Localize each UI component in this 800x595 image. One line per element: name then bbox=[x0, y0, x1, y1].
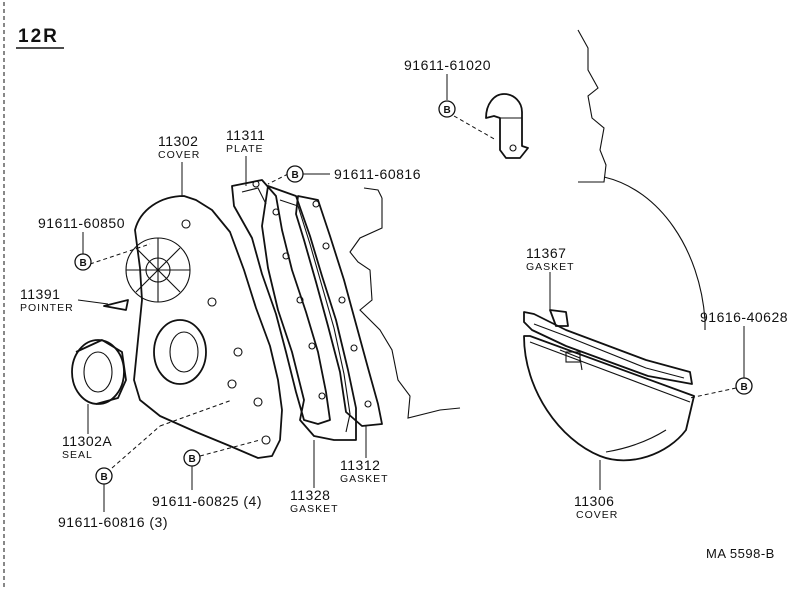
svg-text:B: B bbox=[292, 170, 299, 181]
svg-text:11312: 11312 bbox=[340, 457, 380, 473]
seal-part bbox=[71, 339, 127, 405]
gasket-11328-part bbox=[261, 185, 357, 441]
bolt-symbol-1: B bbox=[438, 100, 456, 118]
bolt-symbol-4: B bbox=[735, 377, 753, 395]
callout-11302A: 11302A SEAL bbox=[62, 433, 112, 461]
callout-11367: 11367 GASKET bbox=[526, 245, 575, 273]
callout-91611-60825: 91611-60825 (4) bbox=[152, 493, 262, 509]
callout-91611-60816-top: 91611-60816 bbox=[334, 166, 421, 182]
svg-text:COVER: COVER bbox=[576, 509, 618, 521]
callout-11311: 11311 PLATE bbox=[226, 127, 265, 155]
svg-text:PLATE: PLATE bbox=[226, 143, 263, 155]
leader-lines bbox=[77, 74, 745, 512]
svg-text:B: B bbox=[101, 472, 108, 483]
bolt-symbol-6: B bbox=[95, 467, 113, 485]
engine-block-outline bbox=[349, 29, 706, 419]
svg-text:B: B bbox=[741, 382, 748, 393]
callout-11302: 11302 COVER bbox=[158, 133, 200, 161]
svg-text:11311: 11311 bbox=[226, 127, 265, 143]
svg-text:GASKET: GASKET bbox=[290, 503, 339, 515]
svg-text:11367: 11367 bbox=[526, 245, 566, 261]
svg-text:POINTER: POINTER bbox=[20, 302, 74, 314]
svg-text:SEAL: SEAL bbox=[62, 449, 93, 461]
bolt-symbol-3: B bbox=[74, 253, 92, 271]
bolt-symbol-5: B bbox=[183, 449, 201, 467]
bolt-symbol-2: B bbox=[286, 165, 304, 183]
svg-text:GASKET: GASKET bbox=[340, 473, 389, 485]
pointer-part bbox=[103, 299, 129, 311]
bracket-part bbox=[485, 93, 529, 159]
oil-cover-11306-part bbox=[523, 335, 695, 462]
svg-text:COVER: COVER bbox=[158, 149, 200, 161]
svg-text:91611-60825 (4): 91611-60825 (4) bbox=[152, 493, 262, 509]
svg-text:91616-40628: 91616-40628 bbox=[700, 309, 788, 325]
callout-91611-60850: 91611-60850 bbox=[38, 215, 125, 231]
callout-11312: 11312 GASKET bbox=[340, 457, 389, 485]
svg-text:91611-60816: 91611-60816 bbox=[334, 166, 421, 182]
svg-text:11391: 11391 bbox=[20, 286, 60, 302]
svg-text:B: B bbox=[189, 454, 196, 465]
svg-text:11302: 11302 bbox=[158, 133, 198, 149]
svg-text:91611-60850: 91611-60850 bbox=[38, 215, 125, 231]
callout-11391: 11391 POINTER bbox=[20, 286, 74, 314]
timing-cover-part bbox=[125, 195, 283, 459]
plate-part bbox=[231, 179, 331, 425]
callout-11328: 11328 GASKET bbox=[290, 487, 339, 515]
svg-text:11328: 11328 bbox=[290, 487, 330, 503]
svg-text:B: B bbox=[80, 258, 87, 269]
gasket-11312-part bbox=[295, 195, 383, 427]
callout-91616-40628: 91616-40628 bbox=[700, 309, 788, 325]
callout-91611-61020: 91611-61020 bbox=[404, 57, 491, 73]
svg-text:GASKET: GASKET bbox=[526, 261, 575, 273]
reference-code: MA 5598-B bbox=[706, 546, 775, 561]
svg-text:11306: 11306 bbox=[574, 493, 614, 509]
svg-text:11302A: 11302A bbox=[62, 433, 112, 449]
gasket-11367-part bbox=[523, 309, 693, 385]
callout-91611-60816-bottom: 91611-60816 (3) bbox=[58, 514, 168, 530]
diagram-title: 12R bbox=[18, 26, 59, 47]
svg-text:91611-61020: 91611-61020 bbox=[404, 57, 491, 73]
callout-11306: 11306 COVER bbox=[574, 493, 618, 521]
svg-text:B: B bbox=[444, 105, 451, 116]
svg-text:91611-60816 (3): 91611-60816 (3) bbox=[58, 514, 168, 530]
